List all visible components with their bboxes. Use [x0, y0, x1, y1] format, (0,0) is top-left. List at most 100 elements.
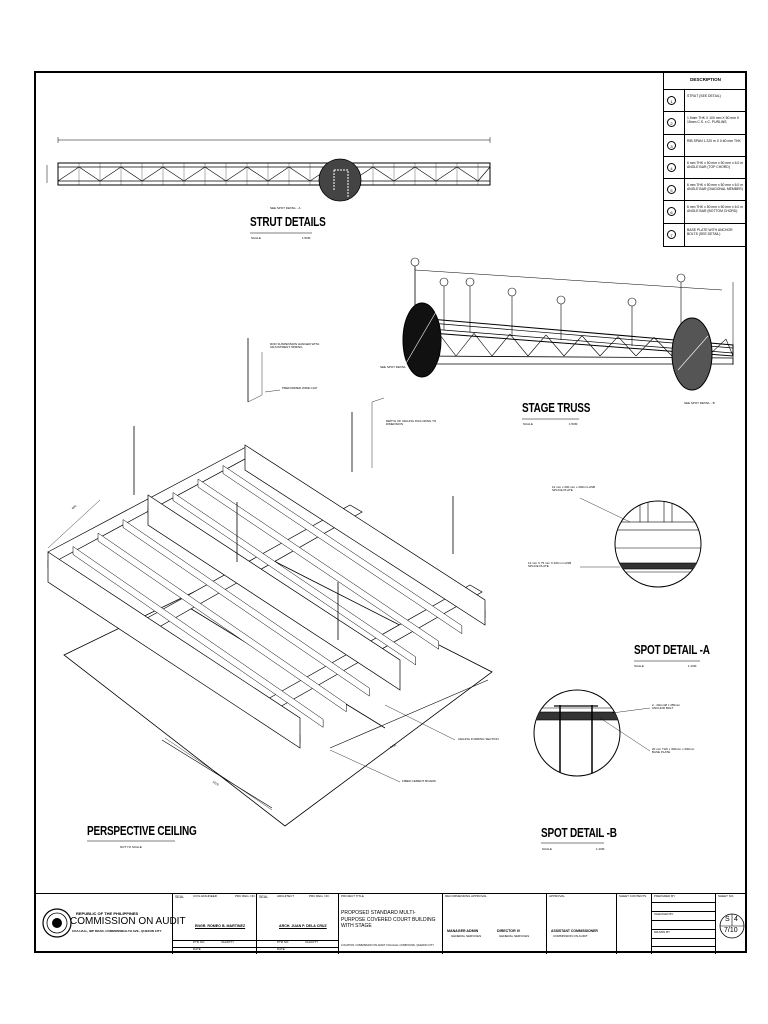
spot-detail-a-title: SPOT DETAIL -A: [634, 644, 710, 658]
sheet-number-badge: [719, 913, 745, 939]
truss-spot-ref-left: SEE SPOT DETAIL: [380, 365, 407, 369]
legend-desc: RIB SPAN 1.220 m X 0.60 mm THK: [684, 134, 744, 157]
engineer-cell: SEAL CIVIL ENGINEER PRC REG. NO. ENGR. R…: [172, 894, 256, 954]
perspective-scale-label: NOT TO SCALE: [120, 845, 142, 849]
approval-label: APPROVAL: [549, 894, 565, 898]
strut-drawing: [46, 137, 491, 186]
sheet-contents-label: SHEET CONTENTS: [619, 894, 647, 898]
agency-cell: REPUBLIC OF THE PHILIPPINES COMMISSION O…: [34, 894, 186, 954]
sign2-role: GENERAL SERVICES: [499, 934, 530, 938]
sign3-name: ASSISTANT COMMISSIONER: [551, 929, 598, 933]
sign1-role: GENERAL SERVICES: [451, 934, 482, 938]
validity-label: VALIDITY: [221, 940, 235, 944]
legend-desc: 6 mm THK x 50 mm x 50 mm x 6.0 m ANGLE B…: [684, 156, 744, 179]
approval-cell: APPROVAL ASSISTANT COMMISSIONER COMMISSI…: [546, 894, 616, 954]
sheet-no-label: SHEET NO.: [718, 894, 735, 898]
col-prc-label: PRC REG. NO.: [235, 894, 256, 898]
architect-cell: SEAL ARCHITECT PRC REG. NO. ARCH. JUAN P…: [256, 894, 338, 954]
seal-label: SEAL: [259, 895, 269, 899]
sheet-code: S: [725, 916, 730, 923]
project-title-label: PROJECT TITLE: [341, 894, 364, 898]
legend-num: 2: [667, 118, 676, 128]
perspective-ceiling-title: PERSPECTIVE CEILING: [87, 825, 197, 839]
truss-spot-ref-right: SEE SPOT DETAIL - B: [684, 401, 715, 405]
signoff-cell: PREPARED BY CHECKED BY DRAWN BY: [651, 894, 715, 954]
recommending-label: RECOMMENDING APPROVAL: [445, 894, 487, 898]
callout-spot-b-1: 2 - 20mmØ x 450mm ANCHOR BOLT: [652, 703, 681, 711]
legend-row: 7 BASE PLATE WITH ANCHOR BOLTS (SEE DETAI…: [664, 223, 747, 246]
callout-spot-a-1: 12 mm x 200 mm x 200mm ASB SPLICE PLATE: [552, 485, 596, 493]
seal-label: SEAL: [175, 895, 185, 899]
stage-scale-label: SCALE: [523, 422, 533, 426]
ptr-label: PTR NO.: [277, 940, 290, 944]
ptr-label: PTR NO.: [193, 940, 206, 944]
legend-row: 3 RIB SPAN 1.220 m X 0.60 mm THK: [664, 134, 747, 157]
truss-callout-markers: [410, 257, 686, 350]
legend-desc: STRUT (SEE DETAIL): [684, 90, 744, 112]
legend-desc: 1.5mm THK X 100 mm X 50 mm X 15mm C.S. x…: [684, 112, 744, 135]
legend-num: 6: [667, 207, 676, 217]
architect-name: ARCH. JUAN P. DELA CRUZ: [279, 924, 327, 928]
ceiling-grid: [47, 444, 486, 749]
sign2-name: DIRECTOR IV: [497, 929, 521, 933]
col-name-label: ARCHITECT: [277, 894, 295, 898]
callout-wire-clip: PREFORMED WIRE CLIP: [282, 386, 318, 390]
sheet-number-cell: SHEET NO. S 4 7/10: [715, 894, 747, 954]
callout-furring: CEILING FURRING SECTION: [458, 737, 499, 741]
sheet-contents-cell: SHEET CONTENTS: [616, 894, 686, 954]
callout-depth: DEPTH OF CEILING INCLUDING TO DIMENSION: [386, 419, 437, 427]
callout-spot-a-2: 12 mm X 75 mm X 200 mm ASB SPLICE PLATE: [528, 561, 572, 569]
spot-a-scale-label: SCALE: [634, 664, 644, 668]
legend-row: 2 1.5mm THK X 100 mm X 50 mm X 15mm C.S. …: [664, 112, 747, 135]
date-label: DATE: [277, 947, 285, 951]
strut-scale-value: 1:50M: [302, 236, 311, 240]
drawing-sheet-border: [34, 71, 747, 953]
title-block: REPUBLIC OF THE PHILIPPINES COMMISSION O…: [34, 893, 747, 954]
project-location: LOCATION: COMMISSION ON AUDIT COA HALL C…: [341, 944, 435, 947]
legend-desc: 6 mm THK x 50 mm x 50 mm x 6.0 m ANGLE B…: [684, 201, 744, 224]
strut-spot-circle: [318, 158, 362, 202]
sign1-name: MANAGER ADMIN: [447, 929, 479, 933]
sheet-num: 4: [734, 916, 738, 923]
stage-scale-value: 1:50M: [569, 422, 578, 426]
strut-scale-label: SCALE: [251, 236, 261, 240]
spot-a-scale-value: 1:10M: [688, 664, 697, 668]
legend-num: 5: [667, 185, 676, 195]
legend-header: DESCRIPTION: [664, 71, 747, 90]
date-label: DATE: [193, 947, 201, 951]
hanger-rods: [133, 338, 454, 640]
strut-details-title: STRUT DETAILS: [250, 216, 326, 230]
sheet-of: 7/10: [724, 927, 738, 934]
legend-num: 7: [667, 229, 676, 239]
spot-detail-b-drawing: [533, 689, 651, 777]
callout-spot-b-2: 20 mm THK x 300mm x 300mm BASE PLATE: [652, 747, 695, 755]
recommending-cell: RECOMMENDING APPROVAL MANAGER ADMIN GENE…: [442, 894, 546, 954]
legend-row: 4 6 mm THK x 50 mm x 50 mm x 6.0 m ANGLE …: [664, 156, 747, 180]
checked-label: CHECKED BY: [654, 912, 674, 916]
spot-b-scale-label: SCALE: [542, 847, 552, 851]
strut-spot-ref: SEE SPOT DETAIL - A: [270, 206, 301, 210]
legend-num: 3: [667, 140, 676, 150]
callout-fiber-board: FIBER CEMENT BOARD: [402, 779, 436, 783]
engineer-name: ENGR. ROMEO B. MARTINEZ: [195, 924, 246, 928]
spot-detail-a-drawing: [579, 497, 702, 588]
col-prc-label: PRC REG. NO.: [309, 894, 330, 898]
project-title: PROPOSED STANDARD MULTI-PURPOSE COVERED …: [341, 910, 436, 929]
spot-detail-b-title: SPOT DETAIL -B: [541, 827, 617, 841]
coa-seal-icon: [42, 908, 72, 938]
drawn-label: DRAWN BY: [654, 930, 671, 934]
agency-republic: REPUBLIC OF THE PHILIPPINES: [76, 911, 139, 916]
legend-num: 4: [667, 162, 676, 172]
truss-spot-left: [402, 302, 442, 378]
project-cell: PROJECT TITLE PROPOSED STANDARD MULTI-PU…: [338, 894, 442, 954]
agency-name: COMMISSION ON AUDIT: [70, 916, 186, 927]
sign3-role: COMMISSION ON AUDIT: [553, 934, 588, 938]
prepared-label: PREPARED BY: [654, 894, 676, 898]
legend-desc: BASE PLATE WITH ANCHOR BOLTS (SEE DETAIL…: [684, 223, 744, 246]
agency-address: COA HALL, IBP ROAD, COMMONWEALTH AVE., Q…: [72, 929, 162, 933]
spot-b-scale-value: 1:10M: [596, 847, 605, 851]
stage-truss-title: STAGE TRUSS: [522, 402, 591, 416]
legend-row: 6 6 mm THK x 50 mm x 50 mm x 6.0 m ANGLE …: [664, 201, 747, 224]
